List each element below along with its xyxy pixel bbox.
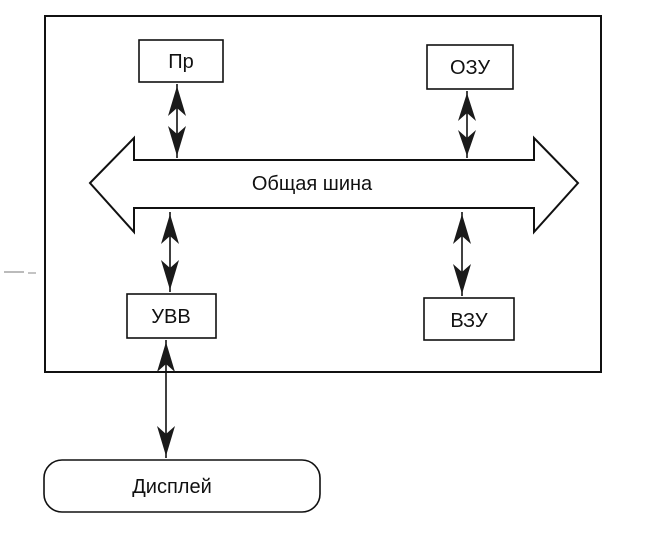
scan-artifact-marks: [4, 271, 36, 274]
processor-block: Пр: [138, 39, 224, 83]
common-bus-arrow: [88, 135, 580, 235]
processor-label: Пр: [168, 51, 194, 73]
common-bus-label: Общая шина: [252, 173, 373, 195]
io-device-display-arrow: [157, 340, 175, 458]
bus-io-device-arrow: [161, 212, 179, 292]
bus-external-storage-arrow: [453, 212, 471, 296]
ram-bus-arrow: [458, 91, 476, 158]
display-block: Дисплей: [43, 459, 321, 513]
external-storage-label: ВЗУ: [450, 310, 488, 332]
io-device-block: УВВ: [126, 293, 217, 339]
external-storage-block: ВЗУ: [423, 297, 515, 341]
display-label: Дисплей: [132, 476, 212, 498]
ram-block: ОЗУ: [426, 44, 514, 90]
processor-bus-arrow: [168, 84, 186, 158]
ram-label: ОЗУ: [450, 57, 490, 79]
io-device-label: УВВ: [151, 306, 190, 328]
computer-frame: [44, 15, 602, 373]
